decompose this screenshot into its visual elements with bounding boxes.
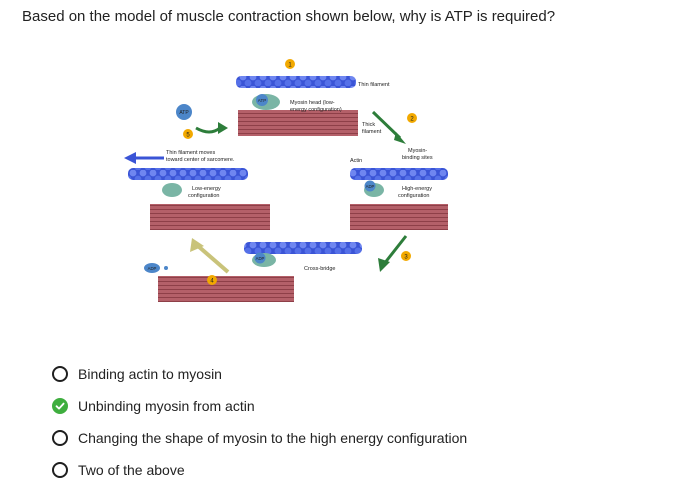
- radio-option-2-checked[interactable]: [52, 398, 68, 414]
- label-moves-line1: Thin filament moves: [166, 150, 215, 156]
- label-cross-bridge: Cross-bridge: [304, 266, 335, 272]
- option-shape-change[interactable]: Changing the shape of myosin to the high…: [52, 422, 467, 454]
- label-myosin-head-line2: energy configuration): [290, 107, 342, 113]
- thin-filament-right: [350, 168, 448, 180]
- label-actin: Actin: [350, 158, 362, 164]
- label-thick-line2: filament: [362, 129, 382, 135]
- adp-label-right: ADP: [366, 184, 375, 189]
- option-label-1: Binding actin to myosin: [78, 366, 222, 382]
- adp-molecule-right: [364, 180, 376, 192]
- arrow-step-3-to-4: 3: [378, 235, 411, 272]
- adp-molecule-released: [144, 263, 160, 273]
- thin-filament-bottom: [244, 242, 362, 254]
- radio-option-3[interactable]: [52, 430, 68, 446]
- label-low-line1: Low-energy: [192, 186, 221, 192]
- step-badge-5: [183, 129, 193, 139]
- label-high-line1: High-energy: [402, 186, 432, 192]
- label-myosin-head-line1: Myosin head (low-: [290, 100, 335, 106]
- arrow-step-1-to-2: 2: [371, 110, 417, 144]
- adp-molecule-bottom: [254, 252, 266, 264]
- step-number-2: 2: [410, 117, 414, 123]
- muscle-contraction-diagram: 1 Thin filament ATP Myosin head (low- en…: [124, 59, 448, 302]
- label-binding-line2: binding sites: [402, 155, 433, 161]
- step-number-5: 5: [186, 133, 190, 139]
- step-badge-3: [401, 251, 411, 261]
- thick-filament-bottom: [158, 276, 294, 302]
- myosin-head-left: [162, 183, 182, 197]
- option-two-of-above[interactable]: Two of the above: [52, 454, 467, 486]
- thick-filament-top: [238, 110, 358, 136]
- thin-filament-top: [236, 76, 356, 88]
- label-high-line2: configuration: [398, 193, 430, 199]
- label-low-line2: configuration: [188, 193, 220, 199]
- label-moves-line2: toward center of sarcomere.: [166, 157, 235, 163]
- thick-filament-right: [350, 204, 448, 230]
- radio-option-1[interactable]: [52, 366, 68, 382]
- option-label-3: Changing the shape of myosin to the high…: [78, 430, 468, 446]
- step-badge-1: [285, 59, 295, 69]
- atp-molecule-top: [256, 94, 268, 106]
- radio-option-4[interactable]: [52, 462, 68, 478]
- atp-label-top: ATP: [258, 98, 266, 103]
- check-icon: [55, 402, 65, 410]
- label-thick-line1: Thick: [362, 122, 375, 128]
- adp-label-bottom: ADP: [256, 256, 265, 261]
- thin-filament-left: [128, 168, 248, 180]
- option-binding[interactable]: Binding actin to myosin: [52, 358, 467, 390]
- option-unbinding[interactable]: Unbinding myosin from actin: [52, 390, 467, 422]
- adp-label-released: ADP: [148, 266, 157, 271]
- step-number-3: 3: [404, 255, 408, 261]
- question-text: Based on the model of muscle contraction…: [22, 8, 556, 25]
- step-4-panel: ADP Cross-bridge: [158, 242, 362, 302]
- step-badge-4: [207, 275, 217, 285]
- arrow-step-4-to-5: ADP 4: [144, 238, 230, 285]
- option-label-2: Unbinding myosin from actin: [78, 398, 255, 414]
- answer-options: Binding actin to myosin Unbinding myosin…: [52, 358, 467, 486]
- atp-molecule-left: [176, 104, 192, 120]
- option-label-4: Two of the above: [78, 462, 185, 478]
- step-1-panel: 1 Thin filament ATP Myosin head (low- en…: [236, 59, 390, 136]
- step-number-1: 1: [288, 63, 292, 69]
- label-binding-line1: Myosin-: [408, 148, 427, 154]
- step-5-panel: ATP 5 Thin filament moves toward center …: [124, 104, 270, 230]
- label-thin-filament: Thin filament: [358, 82, 390, 88]
- step-number-4: 4: [210, 279, 214, 285]
- step-2-panel: Actin Myosin- binding sites ADP High-ene…: [350, 148, 448, 230]
- thick-filament-left: [150, 204, 270, 230]
- step-badge-2: [407, 113, 417, 123]
- atp-label-left: ATP: [179, 110, 189, 116]
